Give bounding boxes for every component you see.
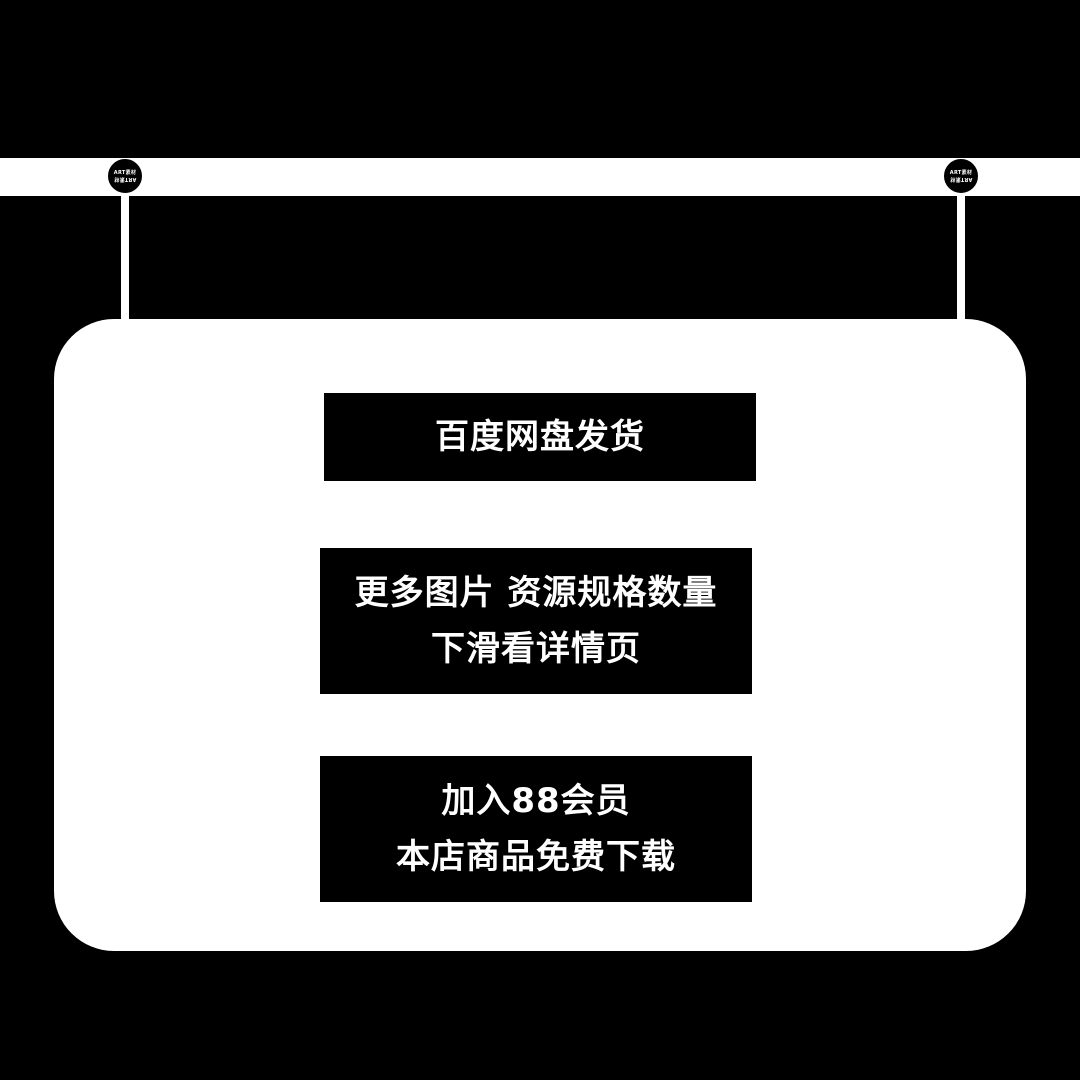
right-rivet-badge-icon: ART素材 ART素材 — [943, 158, 979, 194]
hanging-rail — [0, 158, 1080, 196]
right-hanging-rod — [957, 196, 965, 322]
badge-bottom-text: ART素材 — [949, 176, 973, 182]
membership-notice-block: 加入88会员 本店商品免费下载 — [320, 756, 752, 902]
details-notice-line-2: 下滑看详情页 — [431, 629, 641, 669]
badge-top-text: ART素材 — [113, 170, 137, 176]
left-rivet-badge-icon: ART素材 ART素材 — [107, 158, 143, 194]
left-hanging-rod — [121, 196, 129, 322]
membership-notice-line-1: 加入88会员 — [441, 781, 631, 821]
details-notice-block: 更多图片 资源规格数量 下滑看详情页 — [320, 548, 752, 694]
membership-notice-line-2: 本店商品免费下载 — [396, 837, 676, 877]
delivery-notice-text: 百度网盘发货 — [435, 417, 645, 457]
details-notice-line-1: 更多图片 资源规格数量 — [354, 573, 718, 613]
delivery-notice-block: 百度网盘发货 — [324, 393, 756, 481]
badge-top-text: ART素材 — [949, 170, 973, 176]
badge-bottom-text: ART素材 — [113, 176, 137, 182]
